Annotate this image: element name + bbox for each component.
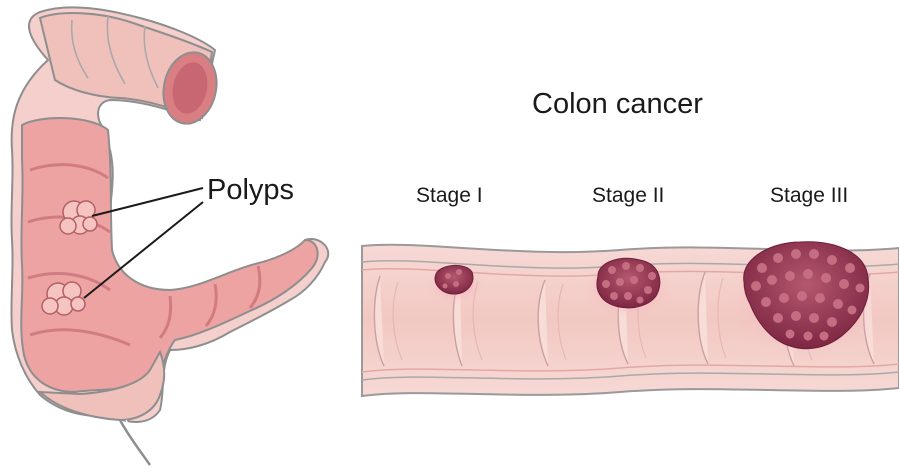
stage-2-label: Stage II [592,184,664,208]
colon-illustration [11,7,328,466]
stage-1-label: Stage I [416,184,483,208]
colon-appendix [120,420,150,465]
tumor-icon [597,258,660,307]
polyps-label: Polyps [207,174,294,207]
polyp-icon [60,201,97,234]
stage-3-label: Stage III [770,184,848,208]
colon-open-section [21,118,317,392]
colon-section [362,238,899,396]
diagram-title: Colon cancer [532,88,703,121]
tumor-icon [435,265,473,294]
